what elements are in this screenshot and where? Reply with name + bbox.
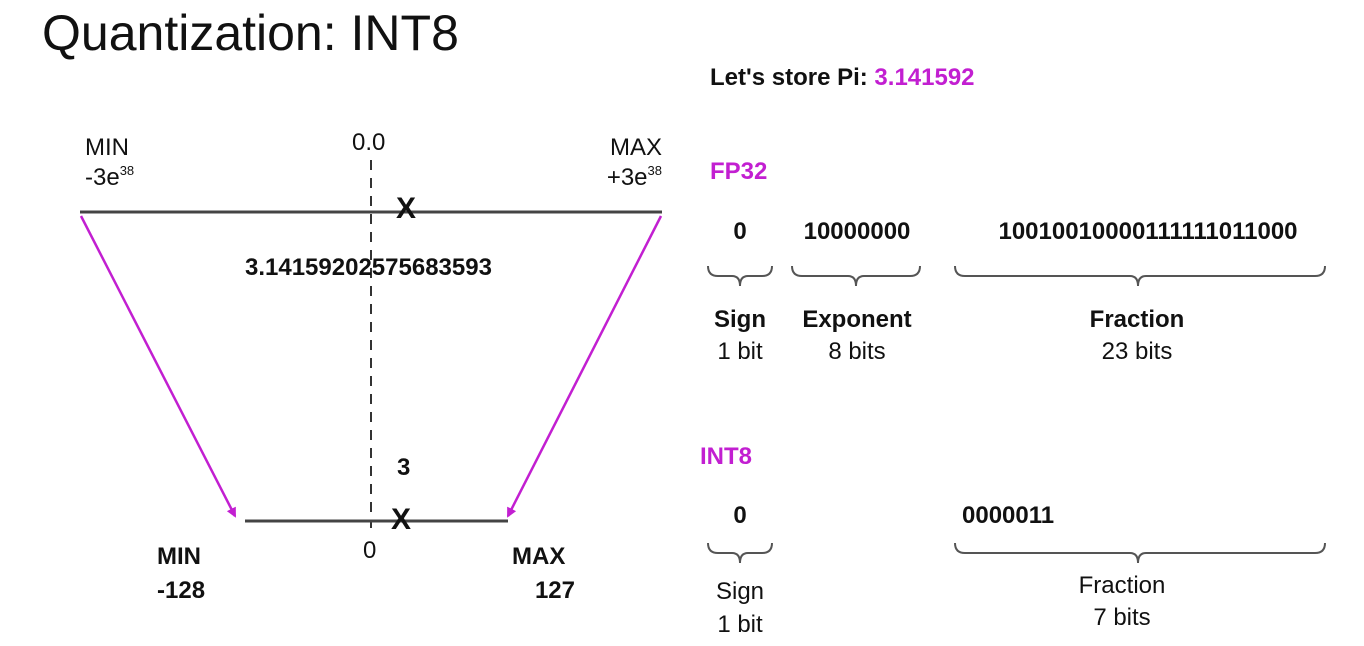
fp32-stored-value: 3.14159202575683593: [245, 254, 492, 281]
int8-pi-marker: X: [391, 503, 412, 536]
int8-sign-bits: 0: [733, 502, 747, 529]
max-mapping-arrow: [506, 215, 663, 518]
fp32-fraction-size: 23 bits: [1101, 338, 1173, 365]
fp32-exponent-name: Exponent: [802, 306, 912, 333]
intro-text: Let's store Pi: 3.141592: [710, 66, 975, 90]
exponent-brace: [791, 265, 921, 287]
int8-max-value: 127: [534, 577, 575, 604]
min-mapping-arrow: [79, 215, 237, 518]
int8-zero-label: 0: [363, 537, 377, 564]
fp32-max-value: +3e38: [606, 163, 662, 191]
int8-fraction-brace: [954, 542, 1326, 564]
fp32-label: FP32: [710, 158, 768, 185]
pi-value: 3.141592: [874, 64, 975, 91]
int8-sign-size: 1 bit: [717, 611, 763, 638]
fp32-fraction-name: Fraction: [1089, 306, 1185, 333]
fp32-fraction-bits: 10010010000111111011000: [998, 218, 1298, 245]
fp32-exponent-bits: 10000000: [803, 218, 911, 245]
int8-fraction-bits: 0000011: [962, 502, 1055, 529]
fp32-zero-label: 0.0: [352, 129, 386, 156]
intro-label: Let's store Pi:: [710, 64, 868, 91]
sign-brace: [707, 265, 773, 287]
fp32-pi-marker: X: [396, 192, 417, 225]
int8-label: INT8: [700, 443, 753, 470]
int8-sign-brace: [707, 542, 773, 564]
int8-fraction-size: 7 bits: [1093, 604, 1151, 631]
fp32-sign-size: 1 bit: [717, 338, 763, 365]
fp32-min-label: MIN: [85, 134, 129, 161]
int8-sign-name: Sign: [715, 578, 765, 605]
int8-stored-value: 3: [397, 454, 411, 481]
int8-min-label: MIN: [157, 543, 201, 570]
int8-fraction-name: Fraction: [1078, 572, 1166, 599]
fp32-max-label: MAX: [609, 134, 662, 161]
fraction-brace: [954, 265, 1326, 287]
fp32-sign-name: Sign: [714, 306, 766, 333]
int8-min-value: -128: [157, 577, 206, 604]
fp32-sign-bits: 0: [733, 218, 747, 245]
fp32-min-value: -3e38: [85, 163, 135, 191]
page-title: Quantization: INT8: [42, 5, 459, 61]
fp32-exponent-size: 8 bits: [828, 338, 886, 365]
int8-max-label: MAX: [512, 543, 566, 570]
